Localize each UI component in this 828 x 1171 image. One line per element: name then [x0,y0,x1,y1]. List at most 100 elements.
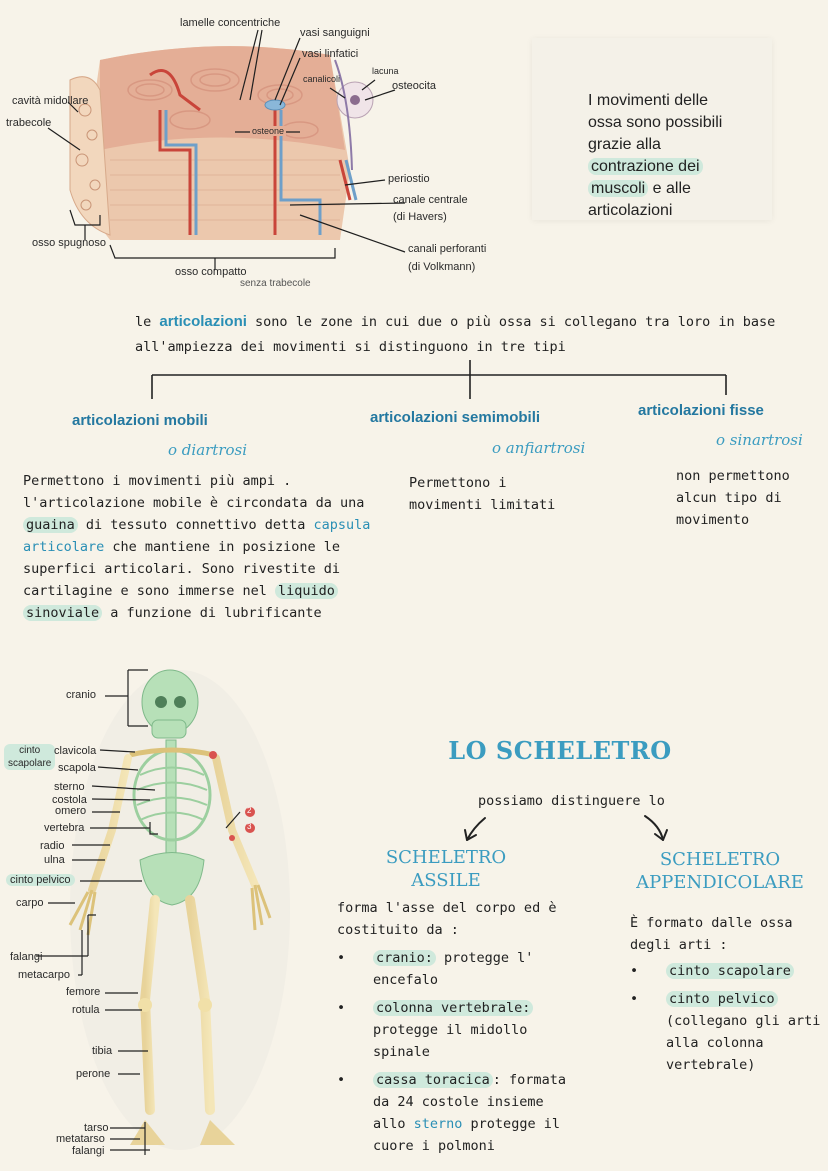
sk-falangi: falangi [10,951,43,963]
sk-radio: radio [40,840,65,852]
appendicolare-p3: vertebrale) [666,1057,756,1073]
joint-fisse-title: articolazioni fisse [638,402,764,419]
label-senza-trabecole: senza trabecole [240,278,311,289]
fisse-line-1: non permettono [676,468,790,484]
assile-desc: forma l'asse del corpo ed è costituito d… [337,897,582,1163]
mobili-line-6: cartilagine e sono immerse nel [23,583,275,599]
assile-title-1: SCHELETRO [385,847,507,868]
intro-keyword: articolazioni [159,313,247,330]
sk-tibia: tibia [92,1045,113,1057]
sk-tarso: tarso [84,1122,109,1134]
intro-after: sono le zone in cui due o più ossa si co… [246,314,776,330]
note-line-3: grazie alla [588,136,661,153]
sk-falangi-piede: falangi [72,1145,105,1157]
assile-cranio-rest: protegge l' [435,950,534,966]
skeleton-illustration [36,669,290,1155]
sk-femore: femore [66,986,101,998]
assile-title: SCHELETRO ASSILE [372,846,520,892]
label-cavita-midollare: cavità midollare [12,95,89,107]
appendicolare-desc-2: degli arti : [630,937,728,953]
label-canali-perforanti: canali perforanti [408,243,487,255]
sk-costola: costola [52,794,87,806]
label-lacuna: lacuna [372,66,399,76]
assile-item-cranio: cranio: protegge l' encefalo [337,947,582,991]
joint-semimobili-sub: o anfiartrosi [492,439,586,457]
sk-cinto-pelvico: cinto pelvico [6,874,75,886]
appendicolare-item-scapolare: cinto scapolare [630,960,825,982]
sk-clavicola: clavicola [54,745,97,757]
label-trabecole: trabecole [6,117,52,129]
note-highlight-contrazione: contrazione dei [588,158,703,175]
fisse-line-3: movimento [676,512,750,528]
bone-diagram: lamelle concentriche vasi sanguigni vasi… [0,0,486,300]
mobili-line-1: Permettono i movimenti più ampi . [23,473,292,489]
appendicolare-title: SCHELETRO APPENDICOLARE [620,848,820,894]
assile-colonna-l2: protegge il midollo [373,1022,528,1038]
assile-cranio-hl: cranio: [373,950,436,966]
mobili-line-5: superfici articolari. Sono rivestite di [23,561,340,577]
sk-marker-2: 2 [247,806,252,815]
sk-vertebra: vertebra [44,822,85,834]
assile-cassa-l4: cuore i polmoni [373,1138,495,1154]
intro-line-2: all'ampiezza dei movimenti si distinguon… [135,339,566,355]
assile-cassa-l3a: allo [373,1116,414,1132]
label-canalicoli: canalicoli [303,74,341,84]
label-osteocita: osteocita [392,80,437,92]
appendicolare-p2: alla colonna [666,1035,764,1051]
sk-cinto-scapolare: cinto scapolare [4,744,56,770]
joint-semimobili-title: articolazioni semimobili [370,409,541,426]
sk-metacarpo: metacarpo [18,969,70,981]
joint-mobili-sub: o diartrosi [168,441,248,459]
label-vasi-sanguigni: vasi sanguigni [300,27,370,39]
assile-item-cassa: cassa toracica: formata da 24 costole in… [337,1069,582,1157]
label-periostio: periostio [388,173,430,185]
mobili-line-7-rest: a funzione di lubrificante [102,605,322,621]
label-osso-compatto: osso compatto [175,266,247,278]
appendicolare-title-1: SCHELETRO [659,849,781,870]
mobili-highlight-sinoviale: sinoviale [23,605,103,621]
mobili-line-3-rest: di tessuto connettivo detta [77,517,314,533]
mobili-line-4-rest: che mantiene in posizione le [104,539,340,555]
assile-cassa-hl: cassa toracica [373,1072,493,1088]
joint-semimobili-desc: Permettono i movimenti limitati [409,472,609,516]
label-canale-centrale: canale centrale [393,194,468,206]
label-osso-spugnoso: osso spugnoso [32,237,106,249]
label-di-havers: (di Havers) [393,211,447,223]
sk-ulna: ulna [44,854,65,866]
mobili-capsula: capsula [313,517,371,533]
sk-rotula: rotula [72,1004,100,1016]
assile-desc-2: costituito da : [337,922,459,938]
appendicolare-desc-1: È formato dalle ossa [630,915,793,931]
scheletro-arrows [464,815,668,841]
sk-cranio: cranio [66,689,96,701]
scheletro-possiamo: possiamo distinguere lo [478,793,665,809]
assile-cassa-l2: da 24 costole insieme [373,1094,544,1110]
assile-item-colonna: colonna vertebrale: protegge il midollo … [337,997,582,1063]
mobili-articolare: articolare [23,539,105,555]
appendicolare-pelvico-hl: cinto pelvico [666,991,778,1007]
sk-carpo: carpo [16,897,44,909]
mobili-line-2: l'articolazione mobile è circondata da u… [23,495,365,511]
semimobili-line-1: Permettono i [409,475,507,491]
joint-fisse-sub: o sinartrosi [716,431,803,449]
sk-scapola: scapola [58,762,96,774]
sk-cinto-scapolare-a: cinto [19,745,41,756]
note-line-6: articolazioni [588,202,673,219]
assile-title-2: ASSILE [411,870,481,891]
semimobili-line-2: movimenti limitati [409,497,556,513]
scheletro-title: LO SCHELETRO [448,736,672,765]
label-di-volkmann: (di Volkmann) [408,261,476,273]
appendicolare-item-pelvico: cinto pelvico (collegano gli arti alla c… [630,988,825,1076]
assile-sterno: sterno [413,1116,463,1132]
intro-before: le [135,314,160,330]
sk-cinto-scapolare-b: scapolare [8,758,52,769]
joint-mobili-desc: Permettono i movimenti più ampi . l'arti… [23,470,383,624]
joint-mobili-title: articolazioni mobili [72,412,208,429]
note-line-2: ossa sono possibili [588,114,723,131]
label-vasi-linfatici: vasi linfatici [302,48,359,60]
label-lamelle: lamelle concentriche [180,17,281,29]
joint-fisse-desc: non permettono alcun tipo di movimento [676,465,826,531]
note-highlight-muscoli: muscoli [588,180,649,197]
appendicolare-list: cinto scapolare cinto pelvico (collegano… [630,960,825,1076]
note-card: I movimenti delle ossa sono possibili gr… [532,38,772,220]
